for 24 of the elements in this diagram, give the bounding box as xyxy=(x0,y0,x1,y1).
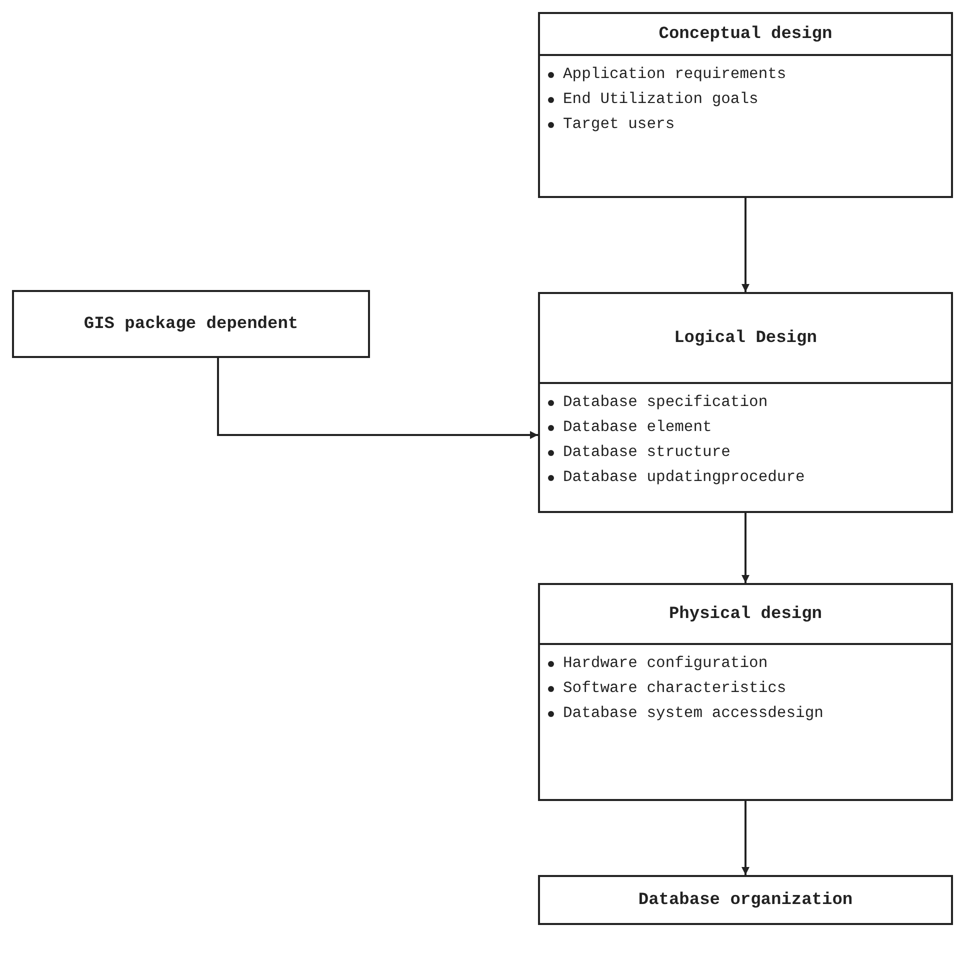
process-box xyxy=(538,875,953,925)
bullet-item: Database structure xyxy=(563,442,730,463)
arrow xyxy=(217,358,538,439)
box-heading: Logical Design xyxy=(674,328,817,348)
process-box xyxy=(538,583,953,801)
bullet-item: Software characteristics xyxy=(563,678,786,699)
process-box xyxy=(12,290,370,358)
bullet-item: Hardware configuration xyxy=(563,653,768,674)
box-heading: Conceptual design xyxy=(658,24,832,44)
bullet-item: Application requirements xyxy=(563,64,786,85)
bullet-item: Target users xyxy=(563,114,675,135)
bullet-item: End Utilization goals xyxy=(563,89,758,110)
process-box xyxy=(538,292,953,513)
bullet-item: Database updatingprocedure xyxy=(563,467,805,488)
bullet-item: Database specification xyxy=(563,392,768,413)
arrow xyxy=(742,513,750,583)
arrow xyxy=(742,198,750,292)
box-heading: GIS package dependent xyxy=(84,314,298,334)
bullet-item: Database system accessdesign xyxy=(563,703,824,724)
box-heading: Physical design xyxy=(668,604,822,624)
bullet-item: Database element xyxy=(563,417,712,438)
process-box xyxy=(538,12,953,198)
arrow xyxy=(742,801,750,875)
box-heading: Database organization xyxy=(638,890,853,910)
